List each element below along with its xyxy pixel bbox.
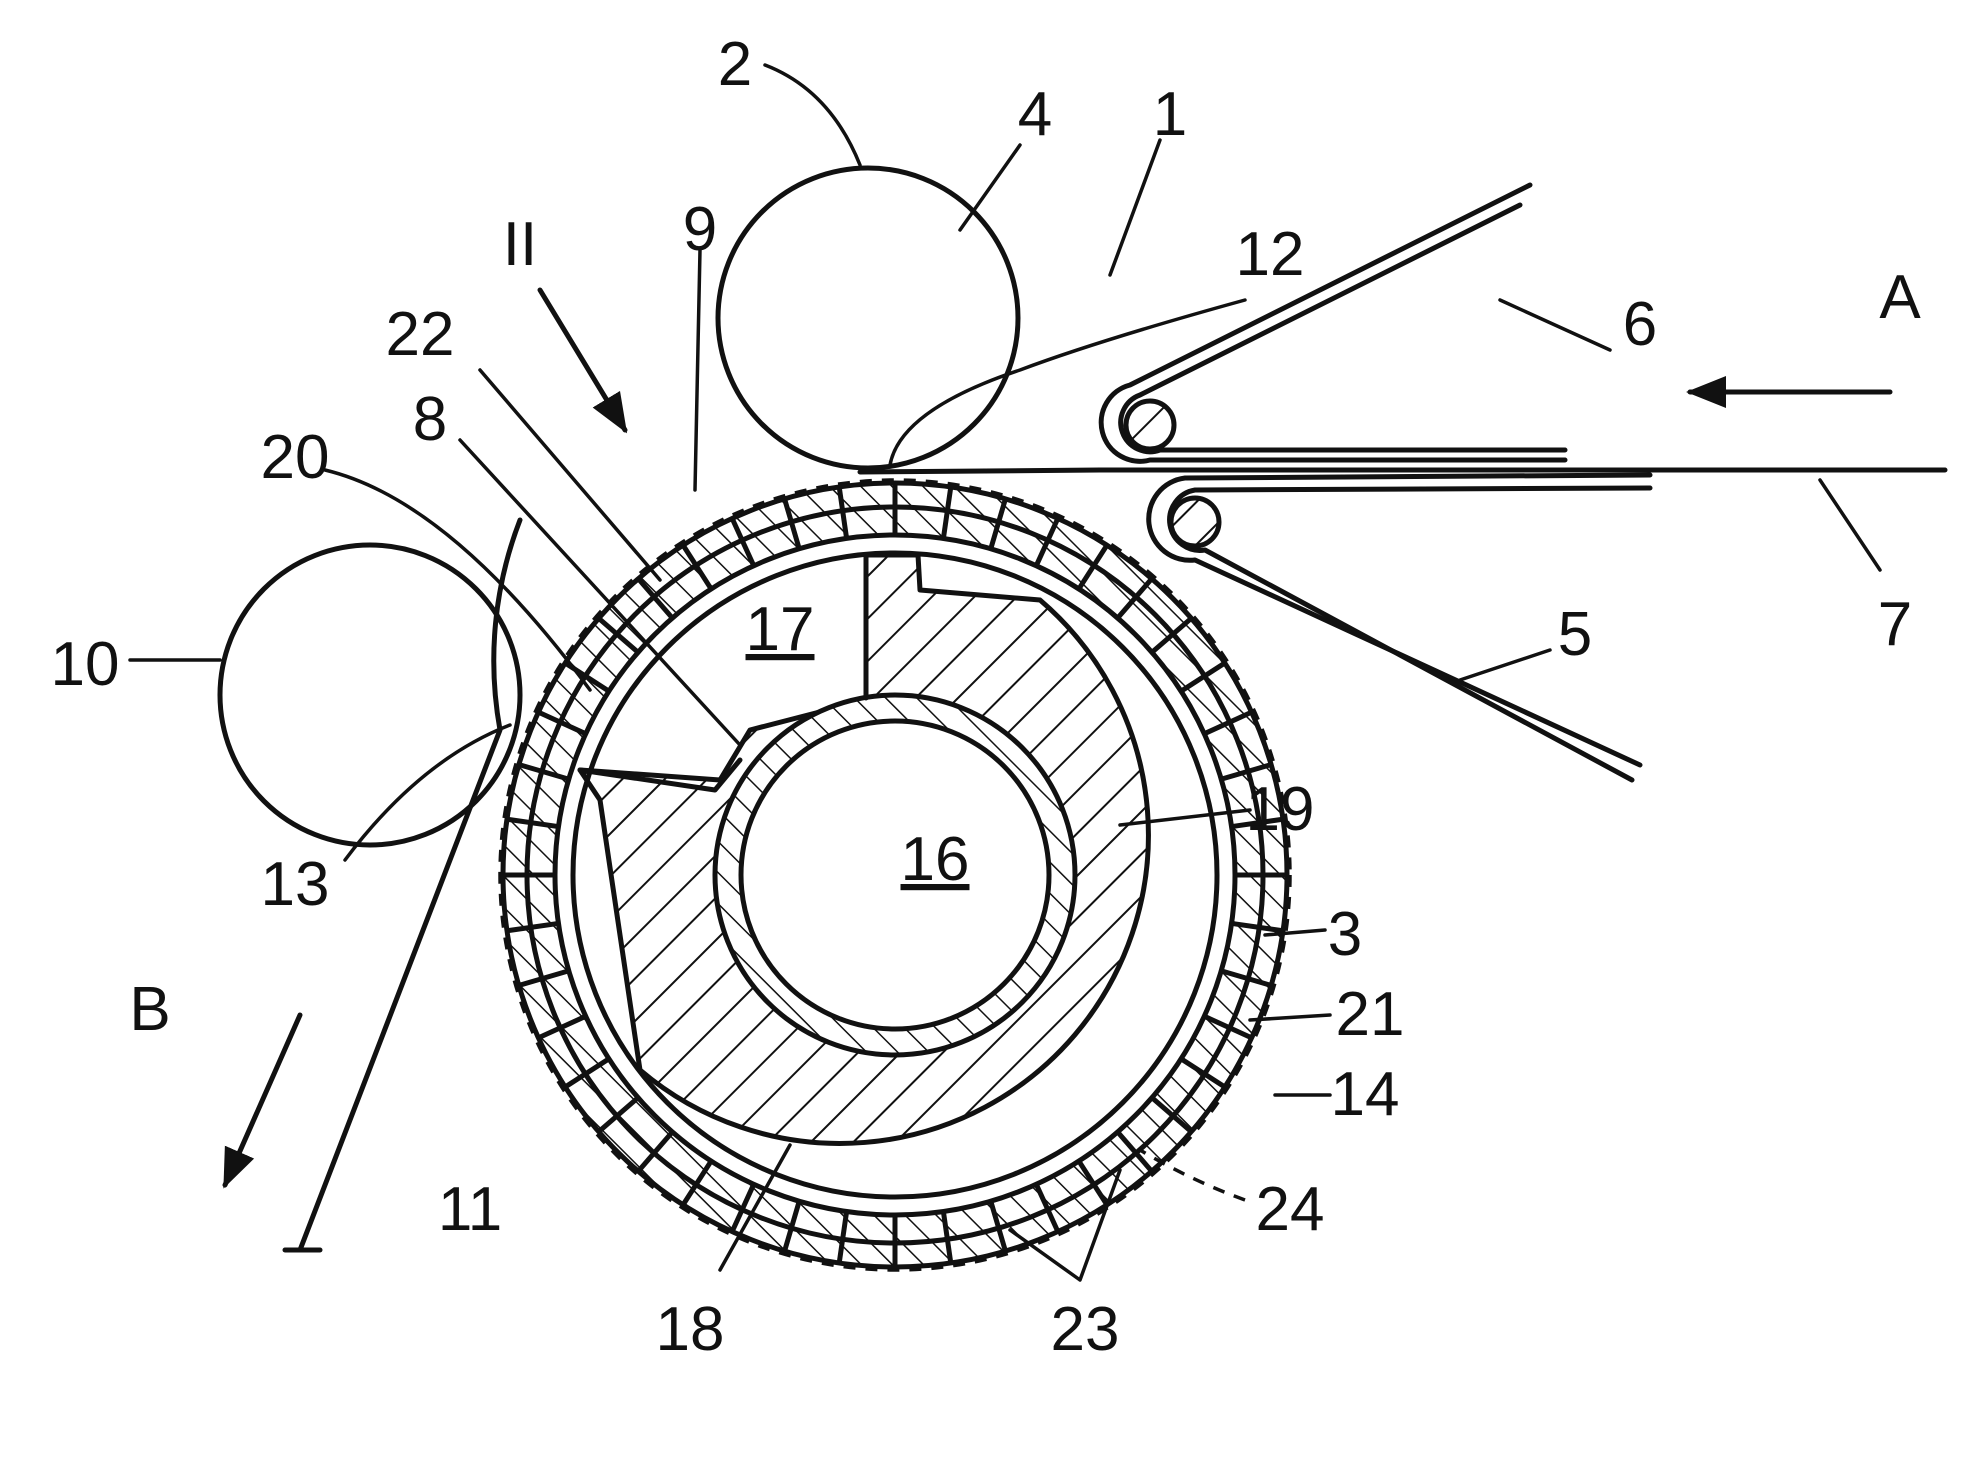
leader-6 (1500, 300, 1610, 350)
leader-20 (325, 470, 590, 690)
leader-1 (1110, 140, 1160, 275)
leader-24 (1140, 1150, 1245, 1200)
incoming-web (860, 470, 1945, 472)
leader-2 (765, 65, 860, 165)
label-20: 20 (261, 423, 330, 492)
label-18: 18 (656, 1295, 725, 1364)
outgoing-web (300, 520, 520, 1250)
label-4: 4 (1018, 80, 1052, 149)
label-11: 11 (438, 1175, 502, 1244)
leader-22 (480, 370, 660, 580)
label-7: 7 (1878, 590, 1912, 659)
label-17: 17 (746, 595, 815, 664)
upper-guide-rod (1126, 401, 1174, 449)
label-a: A (1879, 263, 1921, 332)
label-8: 8 (413, 385, 447, 454)
label-10: 10 (51, 630, 120, 699)
leader-5 (1460, 650, 1550, 680)
lower-guide-rod (1171, 498, 1219, 546)
label-1: 1 (1153, 80, 1187, 149)
label-9: 9 (683, 195, 717, 264)
upper-guide-plate-inner (1121, 205, 1565, 452)
label-21: 21 (1336, 980, 1405, 1049)
label-2: 2 (718, 30, 752, 99)
label-14: 14 (1331, 1060, 1400, 1129)
leader-12 (890, 300, 1245, 465)
arrow-ii (540, 290, 625, 430)
label-13: 13 (261, 850, 330, 919)
label-16: 16 (901, 825, 970, 894)
label-12: 12 (1236, 220, 1305, 289)
leader-4 (960, 145, 1020, 230)
label-24: 24 (1256, 1175, 1325, 1244)
label-3: 3 (1328, 900, 1362, 969)
arrow-b (225, 1015, 300, 1185)
label-23: 23 (1051, 1295, 1120, 1364)
leader-9 (695, 250, 700, 490)
label-5: 5 (1558, 600, 1592, 669)
drum-assembly (500, 480, 1290, 1270)
label-b: B (129, 975, 170, 1044)
label-19: 19 (1246, 775, 1315, 844)
leader-7 (1820, 480, 1880, 570)
suction-tube-bore (741, 721, 1049, 1029)
label-22: 22 (386, 300, 455, 369)
label-6: 6 (1623, 290, 1657, 359)
label-ii: II (503, 210, 537, 279)
